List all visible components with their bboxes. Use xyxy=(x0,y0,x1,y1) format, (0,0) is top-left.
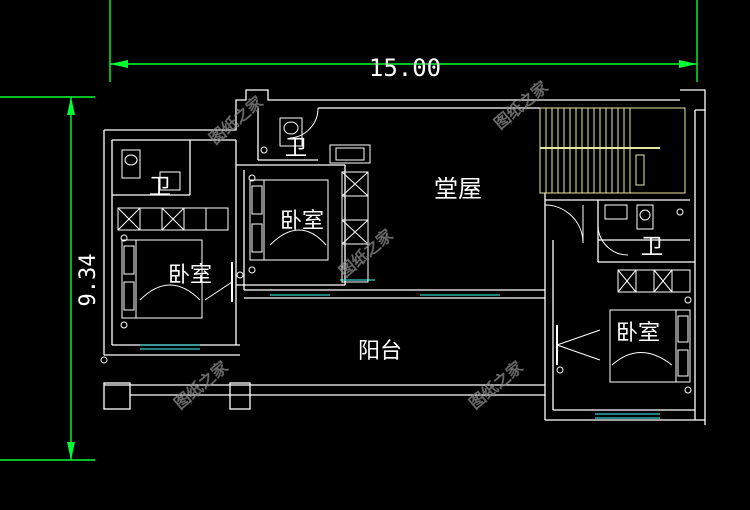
room-label-bath-top-center: 卫 xyxy=(285,136,307,161)
windows xyxy=(140,279,660,419)
staircase xyxy=(539,107,686,194)
wardrobe-center xyxy=(341,171,369,283)
dimension-height xyxy=(0,96,95,461)
room-label-bedroom-left: 卧室 xyxy=(168,263,212,288)
room-label-hall: 堂屋 xyxy=(434,175,482,203)
furniture xyxy=(100,117,692,394)
dimension-width xyxy=(109,0,698,82)
doors xyxy=(289,107,629,256)
watermark: 图纸之家 xyxy=(490,77,552,133)
room-label-balcony: 阳台 xyxy=(358,339,402,364)
room-label-bedroom-center: 卧室 xyxy=(280,209,324,234)
dimension-height-label: 9.34 xyxy=(76,254,101,307)
room-label-bath-top-left: 卫 xyxy=(149,175,171,200)
room-label-bedroom-right: 卧室 xyxy=(616,321,660,346)
dimension-width-label: 15.00 xyxy=(369,54,441,82)
room-label-bath-right: 卫 xyxy=(641,235,663,260)
walls xyxy=(103,89,706,425)
wardrobe-left xyxy=(117,207,229,231)
